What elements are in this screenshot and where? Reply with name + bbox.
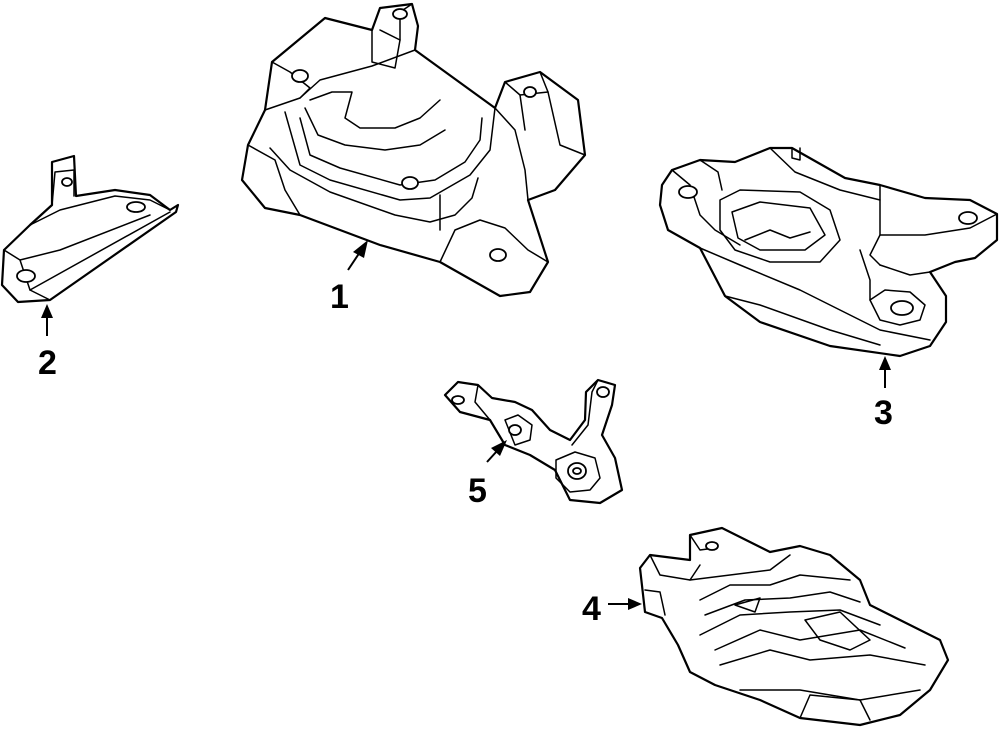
part-3-transmission-mount (658, 146, 999, 358)
callout-3-number: 3 (874, 394, 893, 432)
callout-1-number: 1 (330, 278, 349, 316)
callout-3-leader (879, 356, 891, 388)
part-4-lower-mount (638, 526, 950, 727)
part-1-engine-mount (240, 2, 587, 298)
callout-5-leader (486, 440, 507, 463)
callout-1-leader (347, 240, 368, 271)
callout-4-leader (608, 598, 642, 610)
part-2-bracket (0, 154, 180, 304)
callout-2-leader (41, 304, 53, 336)
part-5-torque-rod (443, 378, 624, 505)
callout-5-number: 5 (468, 472, 487, 510)
callout-4-number: 4 (582, 590, 601, 628)
callout-2-number: 2 (38, 344, 57, 382)
